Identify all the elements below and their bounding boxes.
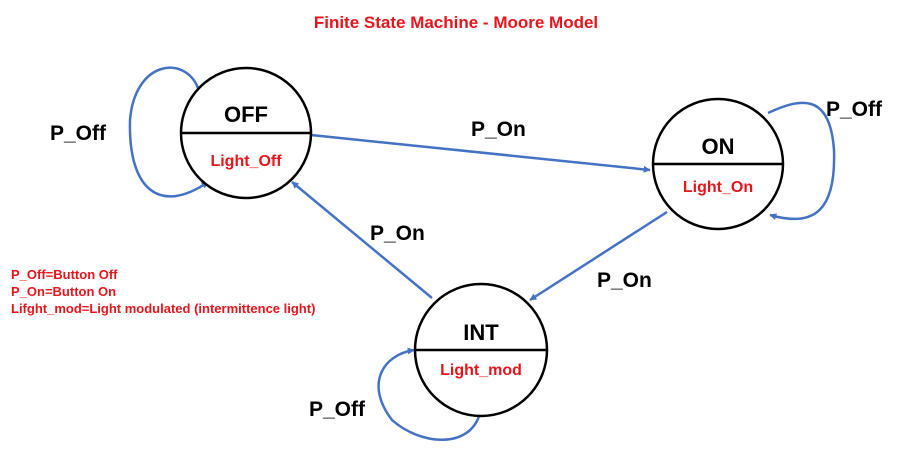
edge-int-to-off <box>291 181 433 299</box>
legend-line: Lifght_mod=Light modulated (intermittenc… <box>11 301 315 316</box>
edge-on-to-int <box>529 210 668 302</box>
diagram-title: Finite State Machine - Moore Model <box>314 13 598 32</box>
legend: P_Off=Button Off P_On=Button On Lifght_m… <box>11 267 315 316</box>
edge-int-self-loop <box>377 347 482 441</box>
edge-off-to-on <box>310 133 651 173</box>
edge-off-self-loop <box>128 66 209 198</box>
state-on: ON Light_On <box>651 97 785 231</box>
legend-line: P_Off=Button Off <box>11 267 118 282</box>
label-off-to-on: P_On <box>471 118 526 141</box>
state-int-name: INT <box>463 320 499 345</box>
label-off-self: P_Off <box>50 122 107 145</box>
label-on-self: P_Off <box>826 98 883 121</box>
state-off-output: Light_Off <box>210 153 282 170</box>
state-on-output: Light_On <box>683 179 753 196</box>
label-int-to-off: P_On <box>370 222 425 245</box>
state-on-name: ON <box>702 134 735 159</box>
state-int: INT Light_mod <box>413 282 549 418</box>
state-off-name: OFF <box>224 102 268 127</box>
state-int-output: Light_mod <box>440 362 522 379</box>
label-on-to-int: P_On <box>597 269 652 292</box>
state-off: OFF Light_Off <box>179 66 313 200</box>
edge-on-self-loop <box>767 101 836 221</box>
label-int-self: P_Off <box>309 398 366 421</box>
legend-line: P_On=Button On <box>11 284 116 299</box>
